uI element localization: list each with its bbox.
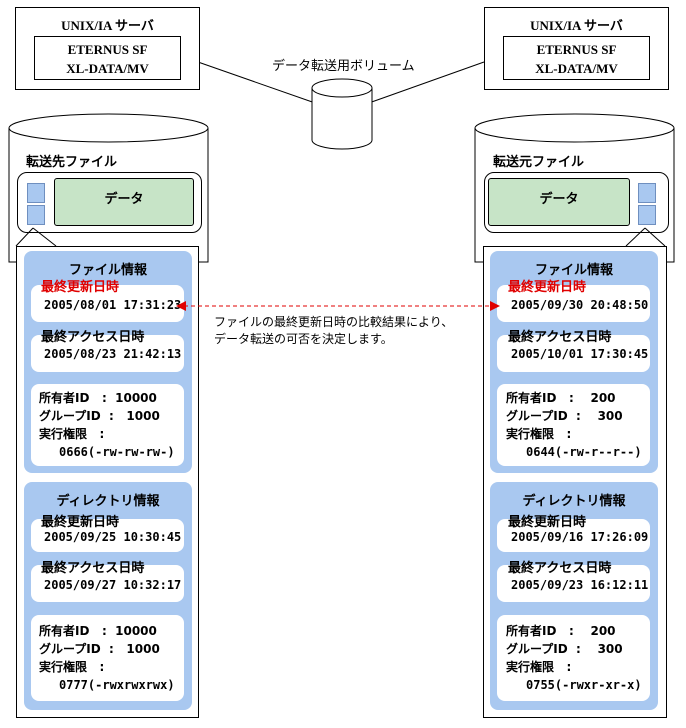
right-callout-line-b [644,227,666,247]
left-product-line2: XL-DATA/MV [66,61,149,76]
left-product-box: ETERNUS SF XL-DATA/MV [34,36,181,80]
comparison-arrowhead-left [176,301,186,311]
right-file-atime-card [497,335,650,372]
right-dir-info-title: ディレクトリ情報 [522,494,626,509]
left-dir-owner: 所有者ID : 10000 [39,624,157,638]
left-file-group: グループID : 1000 [39,409,160,423]
left-dir-owner-card [31,615,184,701]
left-callout-line-b [32,227,57,247]
left-dir-mtime: 2005/09/25 10:30:45 [44,530,182,544]
left-dir-atime: 2005/09/27 10:32:17 [44,578,182,592]
right-dir-group: グループID : 300 [506,642,623,656]
left-dir-mtime-label: 最終更新日時 [41,515,120,530]
right-product-box: ETERNUS SF XL-DATA/MV [503,36,650,80]
right-file-mtime-card [497,285,650,322]
right-callout-line-a [625,227,646,247]
left-dir-perm: 0777(-rwxrwxrwx) [59,678,175,692]
left-dir-mtime-card [31,519,184,552]
left-file-owner-card [31,384,184,466]
right-dir-perm: 0755(-rwxr-xr-x) [526,678,642,692]
right-server: UNIX/IA サーバ ETERNUS SF XL-DATA/MV [484,7,669,90]
right-product-line2: XL-DATA/MV [535,61,618,76]
right-file-mtime: 2005/09/30 20:48:50 [511,298,649,312]
right-server-link [365,61,485,105]
right-dir-atime: 2005/09/23 16:12:11 [511,578,649,592]
right-meta-block-bottom [638,205,656,225]
left-file-perm: 0666(-rw-rw-rw-) [59,445,175,459]
right-file-atime-label: 最終アクセス日時 [508,330,612,345]
comparison-arrowhead-right [490,301,500,311]
left-file-owner: 所有者ID : 10000 [39,391,157,405]
right-file-perm-label: 実行権限 : [506,427,572,441]
left-server: UNIX/IA サーバ ETERNUS SF XL-DATA/MV [15,7,200,90]
right-dir-owner-card [497,615,650,701]
left-dir-atime-label: 最終アクセス日時 [41,561,145,576]
left-file-mtime: 2005/08/01 17:31:23 [44,298,182,312]
left-file-info-title: ファイル情報 [68,263,147,278]
right-file-owner-card [497,384,650,466]
left-product-line1: ETERNUS SF [67,42,148,57]
left-file-mtime-card [31,285,184,322]
left-server-link [197,61,319,105]
right-meta-block-top [638,183,656,203]
left-server-title: UNIX/IA サーバ [61,18,154,33]
right-product-line1: ETERNUS SF [536,42,617,57]
left-callout-line-a [15,227,34,247]
right-file-perm: 0644(-rw-r--r--) [526,445,642,459]
left-file-mtime-label: 最終更新日時 [41,280,120,295]
left-dir-atime-card [31,565,184,602]
right-dir-owner: 所有者ID : 200 [506,624,616,638]
right-dir-atime-label: 最終アクセス日時 [508,561,612,576]
left-file-label: 転送先ファイル [26,155,118,170]
left-dir-info-title: ディレクトリ情報 [56,494,160,509]
left-dir-group: グループID : 1000 [39,642,160,656]
left-file-atime: 2005/08/23 21:42:13 [44,347,182,361]
right-dir-atime-card [497,565,650,602]
right-file-owner: 所有者ID : 200 [506,391,616,405]
right-dir-perm-label: 実行権限 : [506,660,572,674]
right-server-title: UNIX/IA サーバ [530,18,623,33]
left-file-atime-card [31,335,184,372]
right-dir-mtime-card [497,519,650,552]
right-dir-mtime-label: 最終更新日時 [508,515,587,530]
right-data-box: データ [488,178,630,226]
left-meta-block-bottom [27,205,45,225]
right-file-group: グループID : 300 [506,409,623,423]
comparison-note-line2: データ転送の可否を決定します。 [214,332,393,346]
right-file-label: 転送元ファイル [493,155,585,170]
volume-label: データ転送用ボリューム [272,59,415,74]
right-file-atime: 2005/10/01 17:30:45 [511,347,649,361]
right-file-mtime-label: 最終更新日時 [508,280,587,295]
comparison-note-line1: ファイルの最終更新日時の比較結果により、 [214,315,454,329]
left-file-atime-label: 最終アクセス日時 [41,330,145,345]
left-dir-perm-label: 実行権限 : [39,660,105,674]
transfer-volume-cylinder [311,78,373,150]
right-file-info-title: ファイル情報 [534,263,613,278]
left-file-perm-label: 実行権限 : [39,427,105,441]
left-data-box: データ [54,178,194,226]
left-meta-block-top [27,183,45,203]
right-dir-mtime: 2005/09/16 17:26:09 [511,530,649,544]
